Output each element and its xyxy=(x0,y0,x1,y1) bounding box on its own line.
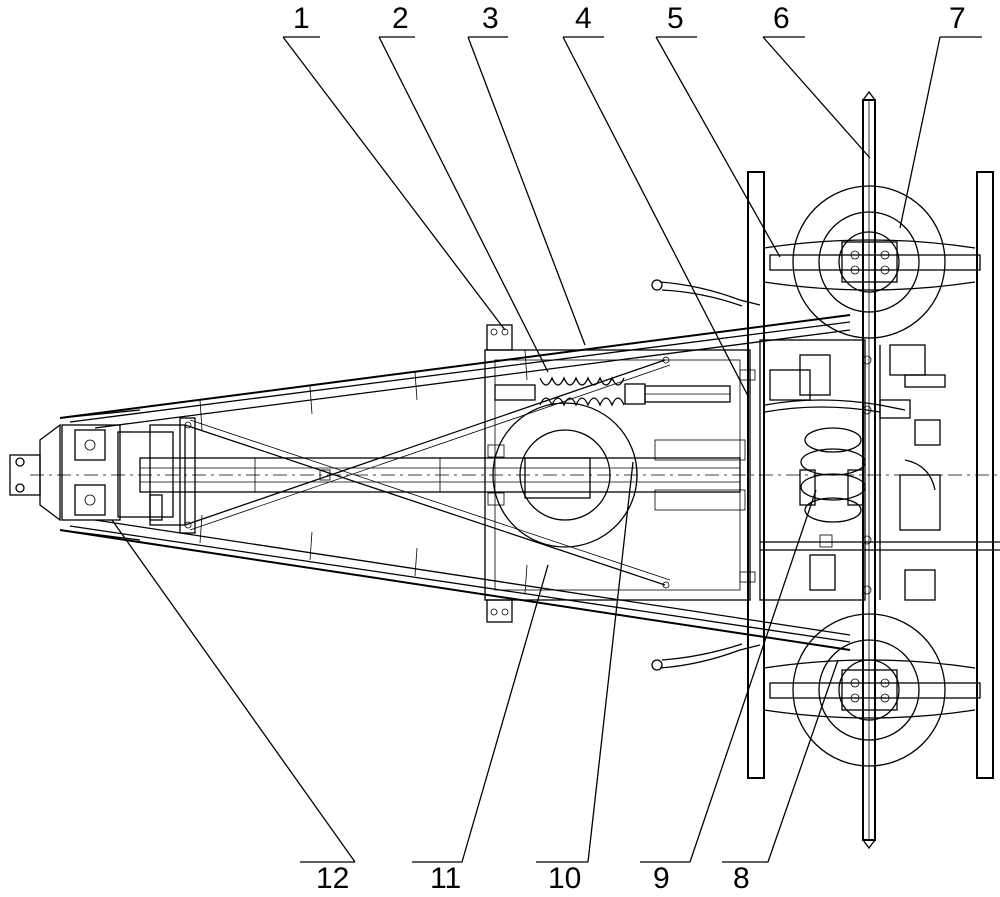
leader-5 xyxy=(656,37,780,257)
spring-damper xyxy=(495,378,730,405)
leader-4 xyxy=(563,37,748,396)
callout-2: 2 xyxy=(392,2,409,35)
callout-8: 8 xyxy=(733,862,750,895)
callout-9: 9 xyxy=(653,862,670,895)
leader-1 xyxy=(283,37,505,330)
callout-7: 7 xyxy=(949,2,966,35)
callout-12: 12 xyxy=(316,862,349,895)
callout-labels-top: 1 2 3 4 5 6 7 xyxy=(293,2,966,35)
leader-8 xyxy=(722,660,838,862)
upper-wheel xyxy=(764,186,980,338)
leader-2 xyxy=(379,37,548,372)
callout-10: 10 xyxy=(548,862,581,895)
leader-9 xyxy=(640,490,816,862)
leader-12 xyxy=(112,520,355,862)
lower-wheel xyxy=(764,614,980,766)
callout-5: 5 xyxy=(667,2,684,35)
draw-bar xyxy=(140,458,740,520)
leader-lines-top xyxy=(283,37,982,396)
rear-frame-rails xyxy=(748,92,993,848)
leader-3 xyxy=(468,37,585,345)
callout-4: 4 xyxy=(575,2,592,35)
callout-labels-bottom: 12 11 10 9 8 xyxy=(316,862,750,895)
callout-6: 6 xyxy=(773,2,790,35)
leader-11 xyxy=(412,565,548,862)
callout-1: 1 xyxy=(293,2,310,35)
leader-6 xyxy=(763,37,870,158)
callout-3: 3 xyxy=(482,2,499,35)
callout-11: 11 xyxy=(430,862,461,895)
leader-10 xyxy=(536,462,633,862)
rear-inner-assembly xyxy=(655,340,1000,600)
mid-platform xyxy=(485,325,750,622)
